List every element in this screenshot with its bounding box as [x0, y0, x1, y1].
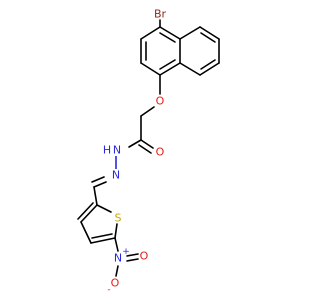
bromine-label: Br — [154, 8, 167, 21]
bond — [114, 223, 118, 239]
bond — [114, 237, 119, 252]
bond — [199, 62, 220, 76]
bond — [90, 237, 116, 244]
imine-nitrogen-label: N — [112, 169, 120, 182]
bond — [159, 32, 176, 43]
bond — [140, 62, 161, 76]
molecule-canvas: Br O O H N N S N + O O - — [77, 8, 220, 295]
sulfur-label: S — [115, 212, 122, 225]
bond — [159, 59, 176, 70]
bond — [140, 26, 161, 40]
bond — [93, 186, 98, 206]
bond — [91, 176, 105, 183]
bond — [140, 106, 155, 117]
bond — [77, 202, 94, 220]
bond — [80, 204, 98, 223]
bond — [93, 181, 107, 188]
nitro-oxygen-charge: - — [107, 285, 110, 295]
bond — [159, 62, 181, 76]
bond — [96, 204, 112, 213]
bond — [200, 32, 216, 43]
carbonyl-oxygen-label: O — [156, 146, 165, 159]
nitro-nitrogen-label: N — [114, 252, 122, 265]
bond — [138, 144, 152, 154]
amide-hydrogen-label: H — [103, 144, 111, 157]
bond — [91, 233, 113, 239]
bond — [179, 62, 201, 76]
bond — [80, 221, 92, 244]
amide-nitrogen-label: N — [113, 144, 121, 157]
molecule-structure: Br O O H N N S N + O O - — [77, 8, 220, 295]
nitro-nitrogen-charge: + — [122, 247, 130, 257]
nitro-oxygen-single-label: O — [111, 277, 120, 290]
bond — [128, 139, 142, 148]
thiophene-ring — [77, 202, 118, 244]
bond — [126, 258, 139, 262]
bond — [159, 26, 181, 40]
bond — [179, 26, 201, 40]
naphthalene-ring-system — [140, 26, 220, 76]
bond — [200, 59, 216, 70]
ether-oxygen-label: O — [156, 95, 165, 108]
bond — [115, 265, 119, 277]
bond — [126, 253, 139, 257]
nitro-oxygen-double-label: O — [140, 250, 149, 263]
bond — [140, 139, 154, 149]
bond — [199, 26, 220, 40]
